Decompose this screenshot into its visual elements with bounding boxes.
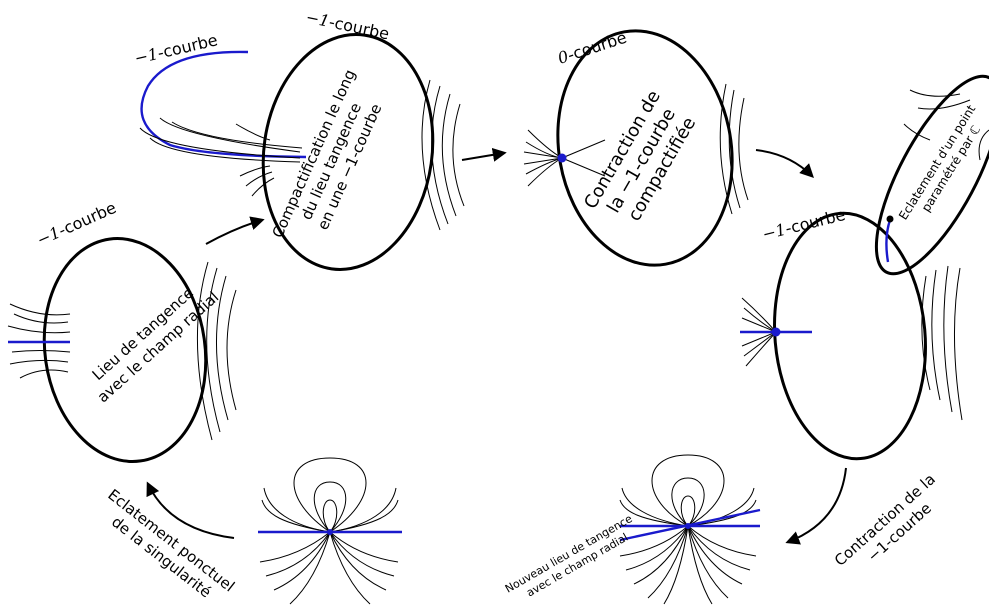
- blowup-ellipse: [874, 74, 989, 276]
- left-leaves: [7, 303, 71, 379]
- right-leaves: [719, 83, 749, 215]
- foliation-bottom-left: [258, 457, 402, 605]
- panel-2: −1-courbe −1-courbe Compactification le …: [133, 7, 465, 271]
- blowup-point: [886, 215, 894, 223]
- singular-point: [557, 153, 567, 163]
- singular-point: [327, 529, 333, 535]
- exceptional-curve-ellipse: [773, 211, 927, 461]
- right-leaves: [196, 261, 237, 441]
- panel-text: Eclatement d'un point paramétré par ℂ: [896, 99, 989, 230]
- curve-label: 0-courbe: [555, 28, 629, 68]
- exceptional-curve-ellipse: [261, 33, 435, 271]
- new-tangency-label: Nouveau lieu de tangence avec le champ r…: [503, 510, 645, 607]
- arrow-step-5: [146, 481, 235, 539]
- arrow-step-4: [785, 467, 847, 545]
- right-leaves: [421, 79, 465, 231]
- arrow-step-2: [461, 147, 507, 162]
- step-label-contraction: Contraction de la −1-courbe: [831, 467, 955, 584]
- curve-label: −1-courbe: [760, 205, 847, 244]
- panel-1: −1-courbe Lieu de tangence avec le champ…: [7, 198, 237, 463]
- arrow-step-3: [755, 149, 814, 178]
- exceptional-divisor: [874, 74, 989, 276]
- step-label-eclatement: Eclatement ponctuel de la singularité: [93, 486, 242, 607]
- right-leaves: [921, 265, 963, 421]
- arrow-step-1: [205, 216, 265, 245]
- foliation-bottom-right: [619, 454, 761, 605]
- singular-point: [685, 523, 691, 529]
- left-leaves: [139, 117, 303, 197]
- curve-label: −1-courbe: [34, 198, 119, 250]
- panel-text: Contraction de la −1-courbe compactifiée: [580, 82, 706, 235]
- panel-3: 0-courbe Contraction de la −1-courbe com…: [523, 28, 749, 267]
- curve-label: −1-courbe: [304, 7, 391, 43]
- tangency-segment: [885, 219, 892, 263]
- panel-4: −1-courbe Eclatement d'un point paramétr…: [740, 74, 989, 461]
- panel-text: Compactification le long du lieu tangenc…: [269, 62, 396, 256]
- singular-point: [771, 327, 781, 337]
- compactified-tangency-curve: [140, 50, 307, 159]
- exceptional-curve-ellipse: [42, 237, 208, 463]
